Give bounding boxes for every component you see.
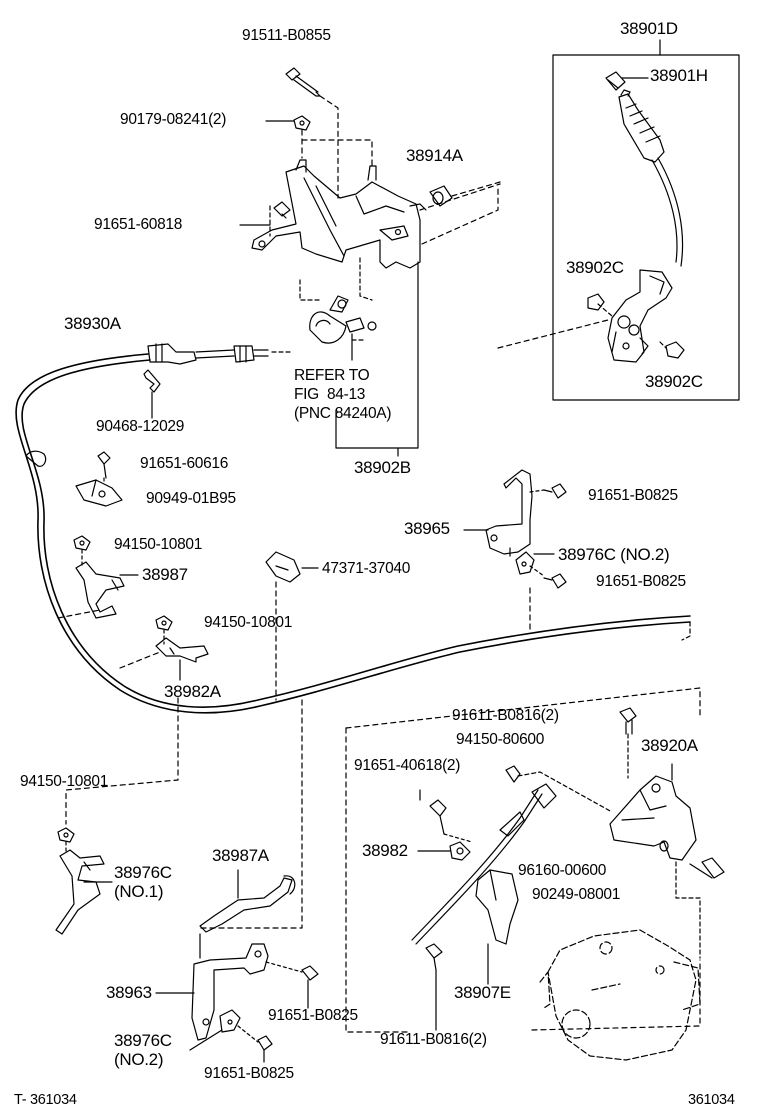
bolt-91651-b0825-b xyxy=(543,573,567,589)
part-label-91611-b0816-a[interactable]: 91611-B0816(2) xyxy=(452,707,559,724)
nut-94150-10801-c xyxy=(57,827,75,843)
part-label-91651-b0825-a[interactable]: 91651-B0825 xyxy=(588,487,678,504)
part-label-38930a[interactable]: 38930A xyxy=(64,314,121,333)
bracket-38987 xyxy=(75,561,125,619)
bolt-91651-b0825-d xyxy=(257,1035,273,1051)
part-label-38963[interactable]: 38963 xyxy=(106,983,152,1002)
washer-96160-00600 xyxy=(659,840,669,852)
knob-cap-38901h xyxy=(605,71,626,91)
part-label-38901d[interactable]: 38901D xyxy=(620,19,678,38)
part-label-38982[interactable]: 38982 xyxy=(362,841,408,860)
part-label-91651-40618[interactable]: 91651-40618(2) xyxy=(354,757,461,774)
bolt-91651-b0825-c xyxy=(301,965,319,981)
part-label-90249-08001[interactable]: 90249-08001 xyxy=(532,886,621,903)
part-label-91651-60616[interactable]: 91651-60616 xyxy=(140,455,229,472)
part-label-38901h[interactable]: 38901H xyxy=(650,66,708,85)
part-label-38920a[interactable]: 38920A xyxy=(641,736,698,755)
rod-38987a xyxy=(199,875,296,933)
part-label-38976c-no1[interactable]: 38976C (NO.1) xyxy=(114,863,172,901)
part-label-38902c-b[interactable]: 38902C xyxy=(645,372,703,391)
part-label-38976c-no2-b[interactable]: 38976C (NO.2) xyxy=(114,1031,172,1069)
part-label-94150-10801-b[interactable]: 94150-10801 xyxy=(204,614,293,631)
nut-94150-80600 xyxy=(505,765,521,783)
part-label-38902b[interactable]: 38902B xyxy=(354,458,411,477)
part-label-94150-10801-a[interactable]: 94150-10801 xyxy=(114,536,203,553)
bracket-38907e xyxy=(475,869,519,945)
part-label-47371-37040[interactable]: 47371-37040 xyxy=(322,560,411,577)
bolt-91511-b0855 xyxy=(285,67,321,97)
clip-38976c-no2-a xyxy=(515,551,535,575)
nut-90179-08241 xyxy=(293,115,311,131)
part-label-38914a[interactable]: 38914A xyxy=(406,146,463,165)
bolt-91611-b0816-b xyxy=(425,943,443,971)
link-rod-38982 xyxy=(411,783,557,945)
part-label-38976c-no2-a[interactable]: 38976C (NO.2) xyxy=(558,545,670,564)
bracket-38963 xyxy=(191,933,269,1041)
part-label-38982a[interactable]: 38982A xyxy=(164,682,221,701)
lever-assembly-frame xyxy=(552,54,740,401)
part-label-91651-b0825-d[interactable]: 91651-B0825 xyxy=(204,1065,294,1082)
part-label-38987[interactable]: 38987 xyxy=(142,565,188,584)
bolt-91651-60818 xyxy=(273,201,291,219)
bolt-91651-40618 xyxy=(429,799,447,835)
joint-38982 xyxy=(449,841,471,861)
part-label-38907e[interactable]: 38907E xyxy=(454,983,511,1002)
figure-code-left: T- 361034 xyxy=(14,1092,77,1108)
nut-94150-10801-b xyxy=(155,615,173,631)
part-label-38965[interactable]: 38965 xyxy=(404,519,450,538)
bushing-38902c-b xyxy=(659,341,685,359)
shift-lever-38901d xyxy=(607,89,684,363)
part-label-38987a[interactable]: 38987A xyxy=(212,846,269,865)
cable-connector-38902b xyxy=(309,295,377,344)
part-label-90468-12029[interactable]: 90468-12029 xyxy=(96,418,185,435)
clip-38976c-no2-b xyxy=(219,1009,241,1033)
part-label-90179-08241[interactable]: 90179-08241(2) xyxy=(120,111,227,128)
clip-38976c-no1 xyxy=(55,849,105,935)
bracket-38914a xyxy=(251,159,427,269)
part-label-91651-b0825-b[interactable]: 91651-B0825 xyxy=(596,573,686,590)
shift-cable-38930a xyxy=(15,343,691,714)
bushing-38902c-a xyxy=(587,293,613,317)
part-label-91611-b0816-b[interactable]: 91611-B0816(2) xyxy=(380,1031,487,1048)
bolt-91651-60616 xyxy=(97,451,111,479)
bolt-90249-08001 xyxy=(689,857,725,879)
bracket-38965 xyxy=(485,469,533,557)
part-label-38902c-a[interactable]: 38902C xyxy=(566,258,624,277)
transmission-case xyxy=(539,929,701,1061)
part-label-94150-10801-c[interactable]: 94150-10801 xyxy=(20,773,109,790)
part-label-91651-b0825-c[interactable]: 91651-B0825 xyxy=(268,1007,358,1024)
figure-code-right: 361034 xyxy=(688,1092,735,1108)
bolt-91611-b0816-a xyxy=(619,707,637,735)
nut-94150-10801-a xyxy=(73,535,91,551)
part-label-91651-60818[interactable]: 91651-60818 xyxy=(94,216,183,233)
part-label-91511-b0855[interactable]: 91511-B0855 xyxy=(242,27,331,44)
clamp-90949-01b95 xyxy=(75,479,123,507)
part-label-96160-00600[interactable]: 96160-00600 xyxy=(518,862,607,879)
bracket-38982a xyxy=(155,637,209,663)
bolt-91651-b0825-a xyxy=(543,483,567,499)
bracket-38920a xyxy=(609,775,697,861)
part-label-90949-01b95[interactable]: 90949-01B95 xyxy=(146,490,236,507)
refer-to-figure-note: REFER TO FIG 84-13 (PNC 84240A) xyxy=(294,367,392,422)
clamp-47371-37040 xyxy=(265,551,301,583)
part-label-94150-80600[interactable]: 94150-80600 xyxy=(456,731,545,748)
clip-90468-12029 xyxy=(143,369,161,393)
